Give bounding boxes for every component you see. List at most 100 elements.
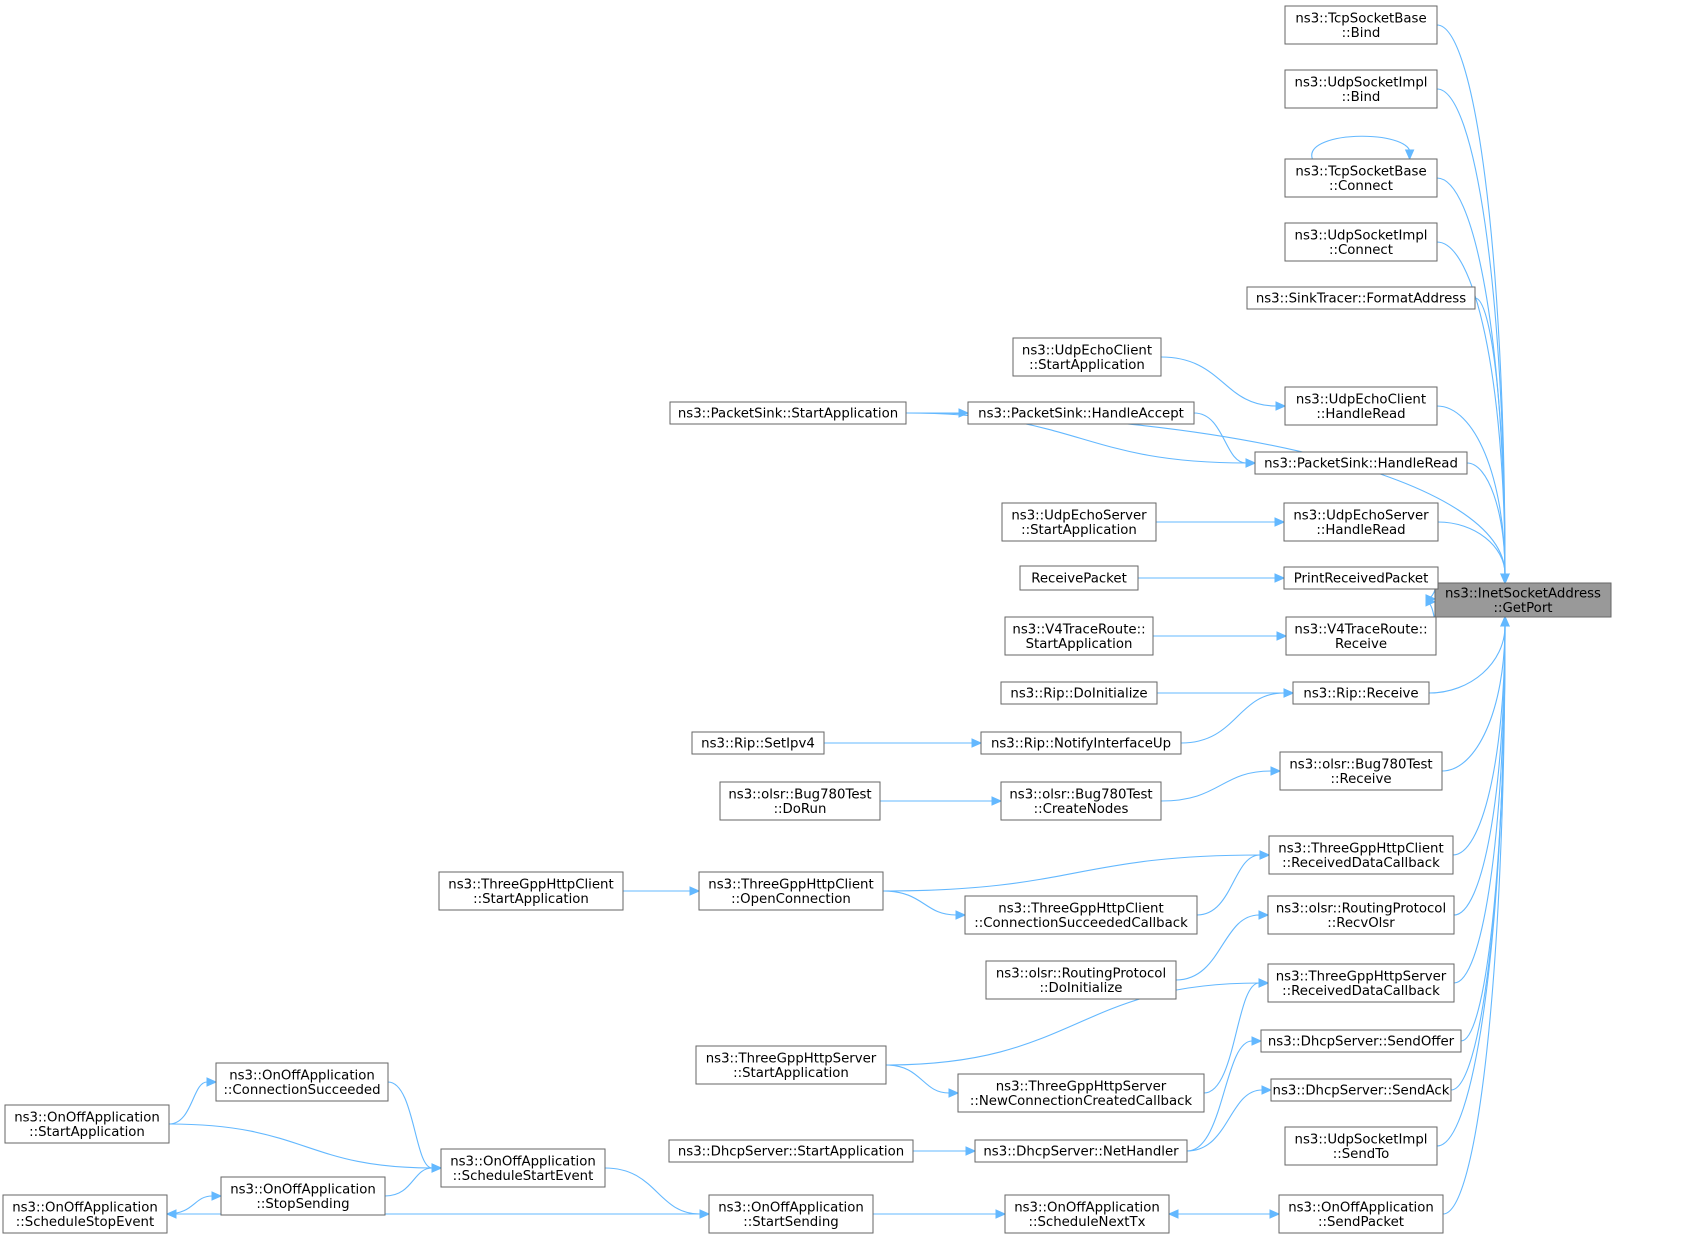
node-label: ns3::olsr::RoutingProtocol [1276,901,1446,916]
node-rip-init[interactable]: ns3::Rip::DoInitialize [1000,681,1158,705]
edge-line [885,1064,950,1094]
node-udp-connect[interactable]: ns3::UdpSocketImpl::Connect [1284,222,1438,262]
edge-hs-start-to-hs-newconn [885,1064,960,1098]
node-echoserver-start[interactable]: ns3::UdpEchoServer::StartApplication [1001,502,1157,542]
node-onoff-sendpacket[interactable]: ns3::OnOffApplication::SendPacket [1278,1194,1444,1234]
node-v4-start[interactable]: ns3::V4TraceRoute::StartApplication [1004,616,1154,656]
node-onoff-schedstart[interactable]: ns3::OnOffApplication::ScheduleStartEven… [440,1148,606,1188]
node-sink-start[interactable]: ns3::PacketSink::StartApplication [669,401,907,425]
node-tcp-connect[interactable]: ns3::TcpSocketBase::Connect [1284,158,1438,198]
edge-hs-recv-to-getport [1453,615,1510,984]
node-box [1278,1194,1444,1234]
arrowhead [211,1191,223,1201]
node-echoclient-read[interactable]: ns3::UdpEchoClient::HandleRead [1284,386,1438,426]
node-box [1284,5,1438,45]
edge-line [168,1081,208,1125]
node-udp-sendto[interactable]: ns3::UdpSocketImpl::SendTo [1284,1126,1438,1166]
node-label: ns3::OnOffApplication [718,1200,864,1215]
edge-dhcp-net-to-dhcp-ack [1186,1085,1273,1152]
node-bug-receive[interactable]: ns3::olsr::Bug780Test::Receive [1279,751,1443,791]
node-label: ns3::DhcpServer::NetHandler [983,1145,1179,1160]
node-dhcp-ack[interactable]: ns3::DhcpServer::SendAck [1270,1078,1452,1102]
node-label: ReceivePacket [1031,572,1127,587]
edge-line [1186,1040,1253,1152]
node-hc-start[interactable]: ns3::ThreeGppHttpClient::StartApplicatio… [438,871,624,911]
node-hs-start[interactable]: ns3::ThreeGppHttpServer::StartApplicatio… [695,1045,887,1085]
node-label: ns3::Rip::SetIpv4 [701,737,815,752]
arrowhead [1500,573,1510,585]
node-dhcp-offer[interactable]: ns3::DhcpServer::SendOffer [1260,1029,1462,1053]
node-box [4,1104,170,1144]
node-onoff-schedstop[interactable]: ns3::OnOffApplication::ScheduleStopEvent [2,1194,168,1234]
node-printreceived[interactable]: PrintReceivedPacket [1283,566,1439,590]
node-onoff-start[interactable]: ns3::OnOffApplication::StartApplication [4,1104,170,1144]
node-label: ns3::DhcpServer::StartApplication [678,1145,904,1160]
node-sink-accept[interactable]: ns3::PacketSink::HandleAccept [967,401,1195,425]
node-box [1284,158,1438,198]
node-bug-create[interactable]: ns3::olsr::Bug780Test::CreateNodes [1000,781,1162,821]
node-box [974,1139,1188,1163]
arrowhead [971,738,983,748]
node-echoserver-read[interactable]: ns3::UdpEchoServer::HandleRead [1283,502,1439,542]
node-hc-open[interactable]: ns3::ThreeGppHttpClient::OpenConnection [698,871,884,911]
node-box [698,871,884,911]
node-sink-read[interactable]: ns3::PacketSink::HandleRead [1254,451,1468,475]
edge-line [1160,770,1272,802]
node-rip-setipv4[interactable]: ns3::Rip::SetIpv4 [691,731,825,755]
edge-echoserver-read-to-getport [1437,521,1510,585]
nodes-layer: ns3::InetSocketAddress::GetPort ns3::TcpS… [2,5,1612,1234]
edge-line [1160,356,1277,407]
edge-line [1436,241,1506,575]
edge-tcp-connect-to-tcp-connect [1311,135,1415,161]
node-label: ::ScheduleNextTx [1028,1215,1145,1230]
edge-receivepacket-to-printreceived [1138,573,1286,583]
node-bug-dorun[interactable]: ns3::olsr::Bug780Test::DoRun [719,781,881,821]
arrowhead [1245,458,1257,468]
node-onoff-stopsend[interactable]: ns3::OnOffApplication::StopSending [220,1176,386,1216]
node-label: ::CreateNodes [1034,802,1129,817]
node-olsr-recv[interactable]: ns3::olsr::RoutingProtocol::RecvOlsr [1267,895,1455,935]
node-tcp-bind[interactable]: ns3::TcpSocketBase::Bind [1284,5,1438,45]
node-hs-recv[interactable]: ns3::ThreeGppHttpServer::ReceivedDataCal… [1267,963,1455,1003]
edge-echoclient-read-to-getport [1436,405,1510,585]
node-label: ::HandleRead [1316,523,1405,538]
arrowhead [1275,401,1287,411]
node-hc-succ[interactable]: ns3::ThreeGppHttpClient::ConnectionSucce… [964,895,1198,935]
node-label: ns3::OnOffApplication [230,1182,376,1197]
node-label: ns3::OnOffApplication [450,1154,596,1169]
arrowhead [1258,910,1270,920]
node-box [1260,1029,1462,1053]
node-box [708,1194,874,1234]
node-echoclient-start[interactable]: ns3::UdpEchoClient::StartApplication [1012,337,1162,377]
node-sinktracer[interactable]: ns3::SinkTracer::FormatAddress [1246,286,1476,310]
node-v4-receive[interactable]: ns3::V4TraceRoute::Receive [1285,616,1437,656]
node-label: ns3::ThreeGppHttpClient [1278,841,1443,856]
node-box [957,1073,1205,1113]
node-onoff-startsend[interactable]: ns3::OnOffApplication::StartSending [708,1194,874,1234]
node-receivepacket[interactable]: ReceivePacket [1019,565,1139,591]
node-label: ::ReceivedDataCallback [1282,984,1440,999]
node-getport[interactable]: ns3::InetSocketAddress::GetPort [1434,582,1612,618]
node-box [220,1176,386,1216]
edge-line [1436,625,1506,1147]
node-hs-newconn[interactable]: ns3::ThreeGppHttpServer::NewConnectionCr… [957,1073,1205,1113]
node-dhcp-start[interactable]: ns3::DhcpServer::StartApplication [668,1139,914,1163]
node-rip-notify[interactable]: ns3::Rip::NotifyInterfaceUp [980,731,1182,755]
edge-line [1436,88,1506,575]
node-label: ::Connect [1329,243,1393,258]
node-onoff-connsucc[interactable]: ns3::OnOffApplication::ConnectionSucceed… [215,1062,389,1102]
node-label: ::NewConnectionCreatedCallback [970,1094,1193,1109]
node-label: ns3::PacketSink::StartApplication [678,407,898,422]
node-box [1279,751,1443,791]
node-udp-bind[interactable]: ns3::UdpSocketImpl::Bind [1284,69,1438,109]
node-label: ::OpenConnection [731,892,851,907]
edge-sink-start-to-getport [905,412,1510,585]
edge-line [166,1195,213,1215]
node-onoff-schednext[interactable]: ns3::OnOffApplication::ScheduleNextTx [1004,1194,1170,1234]
node-box [695,1045,887,1085]
node-label: ns3::UdpSocketImpl [1295,75,1428,90]
node-rip-receive[interactable]: ns3::Rip::Receive [1292,681,1430,705]
node-olsr-init[interactable]: ns3::olsr::RoutingProtocol::DoInitialize [985,960,1177,1000]
node-dhcp-net[interactable]: ns3::DhcpServer::NetHandler [974,1139,1188,1163]
node-hc-recv[interactable]: ns3::ThreeGppHttpClient::ReceivedDataCal… [1268,835,1454,875]
